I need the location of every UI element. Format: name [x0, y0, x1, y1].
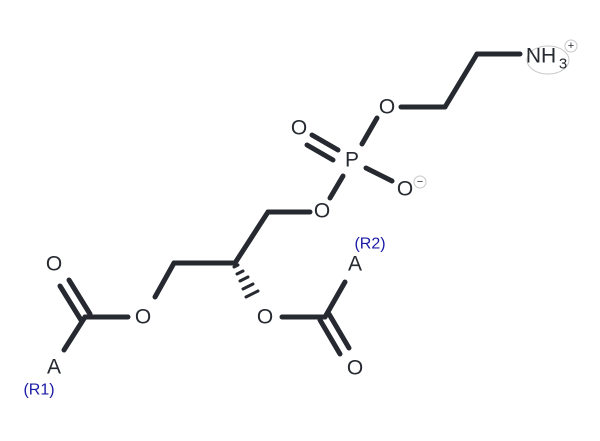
atom-a-left: A	[47, 356, 61, 379]
charge-ring	[564, 39, 578, 53]
negative-charge: −	[417, 176, 423, 188]
bond-p-o-bottom	[327, 173, 346, 201]
bond-c-double-o-left-a	[66, 277, 93, 317]
atom-oxygen-phosphate-double: O	[291, 117, 307, 140]
bond-ch2-ch	[232, 209, 271, 266]
atom-oxygen-ester-left: O	[135, 306, 151, 329]
bond-c-double-o-right-a	[317, 317, 343, 357]
atom-oxygen-carbonyl-right: O	[347, 357, 363, 380]
hashed-wedge-bond	[232, 263, 260, 299]
bond-p-o-neg	[363, 165, 395, 184]
bond-p-double-o-b	[304, 142, 336, 163]
negative-charge-ring	[413, 175, 427, 189]
bond-p-double-o-a	[309, 132, 341, 153]
atom-amine-subscript: 3	[559, 56, 567, 73]
r-group-r2: (R2)	[354, 236, 385, 253]
atom-oxygen-ester-right: O	[257, 306, 273, 329]
atoms: NH 3 + O P O O − O O O A (R1) O O A (R2)	[23, 39, 578, 399]
bond-c-double-o-left-b	[57, 283, 84, 323]
atom-oxygen-carbonyl-left: O	[46, 253, 62, 276]
bond-ch2-ch2	[442, 51, 480, 110]
bond-ch2-o-left	[152, 260, 177, 300]
bonds	[57, 51, 523, 357]
bond-c-a-left	[61, 314, 88, 353]
atom-amine: NH	[526, 45, 556, 68]
atom-phosphorus: P	[345, 149, 359, 172]
atom-oxygen-phosphate-bottom: O	[314, 200, 330, 223]
bond-c-double-o-right-b	[326, 311, 352, 351]
amine-highlight-ring	[526, 45, 570, 75]
positive-charge: +	[568, 40, 574, 52]
atom-a-right: A	[348, 253, 362, 276]
bond-o-p	[359, 115, 380, 147]
bond-c-a-right	[322, 279, 348, 320]
r-group-r1: (R1)	[23, 382, 54, 399]
atom-oxygen-phosphate-negative: O	[397, 178, 413, 201]
atom-oxygen-ester-top: O	[379, 96, 395, 119]
